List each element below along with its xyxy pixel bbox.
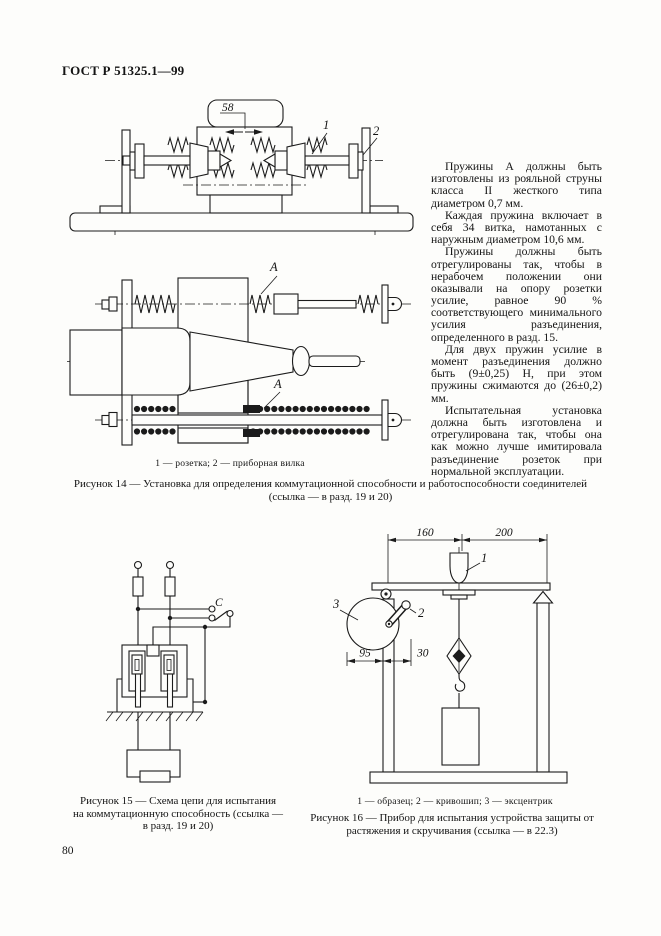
right-clamp: [286, 142, 306, 179]
callout-1-label: 1: [481, 551, 487, 565]
callout-a-leader: [263, 391, 281, 409]
socket-contact: [131, 654, 143, 675]
switch-common: [226, 609, 234, 618]
plug-holder: [69, 329, 123, 396]
weight: [441, 707, 480, 766]
callout-a-bottom: А: [273, 377, 282, 391]
dim-leader: [220, 112, 246, 129]
paragraph: Пружины должны быть отрегулированы так, …: [431, 245, 602, 344]
paragraph: Для двух пружин усилие в момент разъедин…: [431, 342, 602, 405]
base-plate: [69, 212, 414, 232]
load-resistor: [139, 770, 171, 783]
spring-a: [134, 294, 176, 314]
left-flange: [134, 143, 145, 179]
contact-pin: [166, 673, 174, 708]
figure-14-section-drawing: А А: [67, 260, 411, 446]
body-text-column: Пружины А должны быть изготовлены из роя…: [431, 160, 602, 478]
contact-pin: [134, 673, 142, 708]
callout-1-leader: [311, 132, 328, 155]
callout-3-label: 3: [332, 597, 339, 611]
page-number: 80: [62, 845, 74, 857]
socket-contact: [163, 654, 175, 675]
figure-16-caption: Рисунок 16 — Прибор для испытания устрой…: [302, 812, 602, 837]
page-header: ГОСТ Р 51325.1—99: [62, 63, 185, 78]
plug-pin: [308, 355, 361, 368]
dim-30-label: 30: [416, 648, 429, 660]
fuse: [164, 576, 176, 597]
figure-14-caption-line2: (ссылка — в разд. 19 и 20): [268, 490, 393, 503]
switch-contact: [208, 614, 216, 622]
dim-95-label: 95: [359, 648, 371, 660]
callout-1-label: 1: [323, 118, 329, 132]
ground-hatch: [105, 711, 204, 722]
fulcrum: [532, 590, 554, 604]
base-plate: [369, 771, 568, 784]
specimen: [449, 552, 469, 584]
figure-14-legend: 1 — розетка; 2 — приборная вилка: [155, 458, 305, 469]
callout-2-label: 2: [418, 606, 424, 620]
plug-cone: [189, 331, 294, 392]
callout-2-leader: [362, 137, 378, 156]
socket-shell: [116, 678, 194, 713]
callout-3-leader: [339, 609, 359, 621]
top-cap: [207, 99, 284, 128]
callout-a-top: А: [269, 260, 278, 274]
connector-section-view: А А: [67, 260, 411, 446]
paragraph: Каждая пружина включает в себя 34 витка,…: [431, 208, 602, 247]
figure-14-caption-line1: Рисунок 14 — Установка для определения к…: [73, 478, 588, 490]
paragraph: Пружины А должны быть изготовлены из роя…: [431, 160, 602, 210]
right-shaft: [304, 155, 350, 166]
callout-a-leader: [260, 275, 278, 295]
callout-1-leader: [465, 562, 481, 572]
figure-16-apparatus-drawing: 160 200 95 30 1 2 3: [332, 527, 568, 784]
figure-16-caption-line1: Рисунок 16 — Прибор для испытания устрой…: [310, 812, 594, 824]
fuse: [132, 576, 144, 597]
dim-58-label: 58: [222, 102, 234, 114]
paragraph: Испытательная установка должна быть изго…: [431, 403, 602, 478]
left-bracket: [121, 129, 131, 214]
dim-200-label: 200: [495, 527, 513, 539]
plug-body: [121, 327, 191, 396]
figure-14-caption: Рисунок 14 — Установка для определения к…: [58, 478, 603, 503]
figure-16-caption-line2: растяжения и скручивания (ссылка — в 22.…: [346, 824, 558, 837]
switch-contact: [208, 605, 216, 613]
crank-pin: [401, 600, 411, 610]
supply-terminal: [165, 560, 175, 570]
figure-15-caption: Рисунок 15 — Схема цепи для испытания на…: [62, 795, 294, 833]
upper-spring-assembly: [95, 284, 411, 324]
figure-14-top-drawing: 58 1 2: [69, 99, 414, 235]
lower-spring-assembly: [95, 399, 411, 441]
right-column: [536, 602, 550, 773]
figure-15-caption-line1: Рисунок 15 — Схема цепи для испытания: [79, 795, 277, 807]
dim-160-label: 160: [416, 527, 434, 539]
hook: [454, 673, 466, 692]
figure-15-caption-line2: на коммутационную способность (ссылка —: [72, 807, 284, 820]
switch-label: С: [215, 597, 223, 609]
test-circuit: С: [105, 560, 234, 783]
figure-15-circuit-drawing: С: [105, 560, 234, 783]
test-rig-top-view: 58 1 2: [69, 99, 414, 235]
supply-terminal: [133, 560, 143, 570]
figure-16-legend: 1 — образец; 2 — кривошип; 3 — эксцентри…: [357, 796, 553, 807]
callout-2-leader: [409, 608, 417, 614]
beam: [371, 582, 551, 591]
right-flange: [348, 143, 359, 179]
strain-relief-tester: 160 200 95 30 1 2 3: [332, 527, 568, 784]
left-clamp: [189, 142, 209, 179]
callout-2-label: 2: [373, 124, 379, 138]
left-shaft: [143, 155, 191, 166]
eccentric-disc: [346, 597, 400, 651]
figure-15-caption-line3: в разд. 19 и 20): [142, 820, 214, 832]
spring-a: [249, 294, 271, 314]
